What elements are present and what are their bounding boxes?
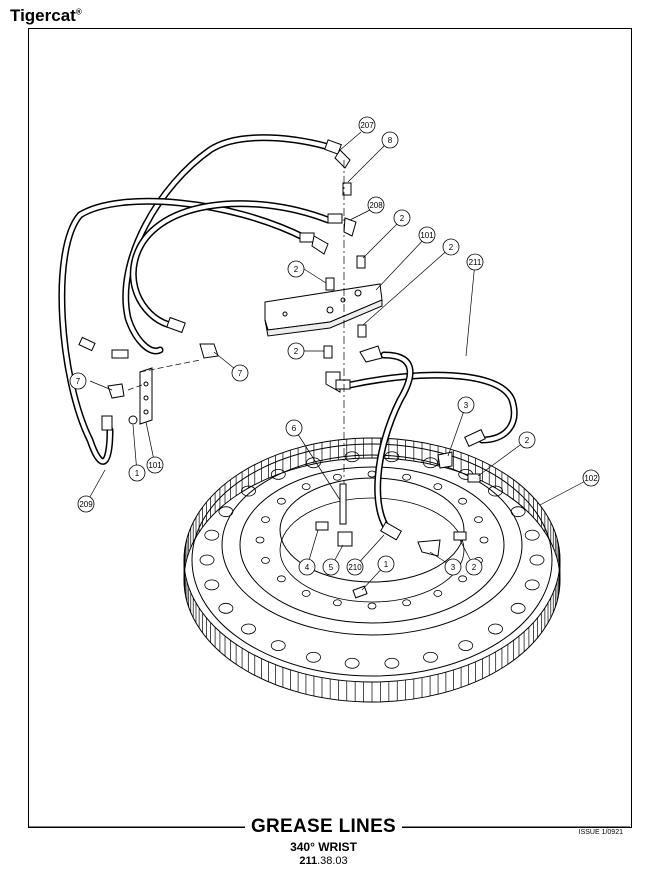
callout-101: 101 — [418, 226, 436, 244]
callout-1: 1 — [377, 555, 395, 573]
svg-text:102: 102 — [584, 474, 598, 483]
svg-text:1: 1 — [135, 469, 140, 478]
callout-2: 2 — [518, 431, 536, 449]
svg-text:101: 101 — [148, 461, 162, 470]
svg-text:207: 207 — [360, 121, 374, 130]
callout-2: 2 — [287, 342, 305, 360]
issue-label: ISSUE 1/0921 — [578, 829, 623, 836]
bolt-holes — [199, 451, 545, 669]
callout-2: 2 — [465, 558, 483, 576]
callout-7: 7 — [231, 364, 249, 382]
svg-text:2: 2 — [472, 563, 477, 572]
callout-2: 2 — [442, 238, 460, 256]
fittings — [78, 139, 486, 599]
callout-2: 2 — [287, 260, 305, 278]
svg-text:8: 8 — [388, 136, 393, 145]
callout-207: 207 — [358, 116, 376, 134]
callout-3: 3 — [457, 396, 475, 414]
callout-208: 208 — [367, 196, 385, 214]
svg-text:2: 2 — [294, 265, 299, 274]
svg-text:3: 3 — [451, 563, 456, 572]
callout-209: 209 — [77, 495, 95, 513]
callout-3: 3 — [444, 558, 462, 576]
mounting-block — [264, 283, 383, 337]
svg-text:2: 2 — [400, 214, 405, 223]
callout-1: 1 — [128, 464, 146, 482]
svg-text:5: 5 — [329, 563, 334, 572]
brand-logo: Tigercat® — [10, 6, 82, 25]
bracket-plate — [139, 367, 153, 425]
callout-101: 101 — [146, 456, 164, 474]
callout-7: 7 — [69, 372, 87, 390]
callout-210: 210 — [346, 558, 364, 576]
svg-text:2: 2 — [525, 436, 530, 445]
svg-text:210: 210 — [348, 563, 362, 572]
page-title: GREASE LINES — [0, 816, 647, 838]
svg-text:211: 211 — [469, 258, 482, 267]
svg-text:1: 1 — [384, 560, 389, 569]
page-subtitle: 340° WRIST — [290, 840, 357, 854]
callout-4: 4 — [298, 558, 316, 576]
page-number: 211.38.03 — [299, 855, 348, 867]
svg-text:6: 6 — [292, 424, 297, 433]
svg-text:3: 3 — [464, 401, 469, 410]
svg-text:208: 208 — [369, 201, 383, 210]
svg-text:209: 209 — [79, 500, 93, 509]
callout-2: 2 — [393, 209, 411, 227]
callout-102: 102 — [582, 469, 600, 487]
callout-8: 8 — [381, 131, 399, 149]
callout-5: 5 — [322, 558, 340, 576]
callout-6: 6 — [285, 419, 303, 437]
svg-text:2: 2 — [449, 243, 454, 252]
callouts: 207 8 208 2 101 2 211 2 2 7 7 1 101 209 … — [69, 116, 600, 576]
hoses — [58, 134, 518, 536]
svg-text:7: 7 — [76, 377, 81, 386]
svg-text:2: 2 — [294, 347, 299, 356]
svg-text:7: 7 — [238, 369, 243, 378]
svg-text:4: 4 — [305, 563, 310, 572]
svg-text:101: 101 — [420, 231, 434, 240]
callout-211: 211 — [466, 253, 484, 271]
